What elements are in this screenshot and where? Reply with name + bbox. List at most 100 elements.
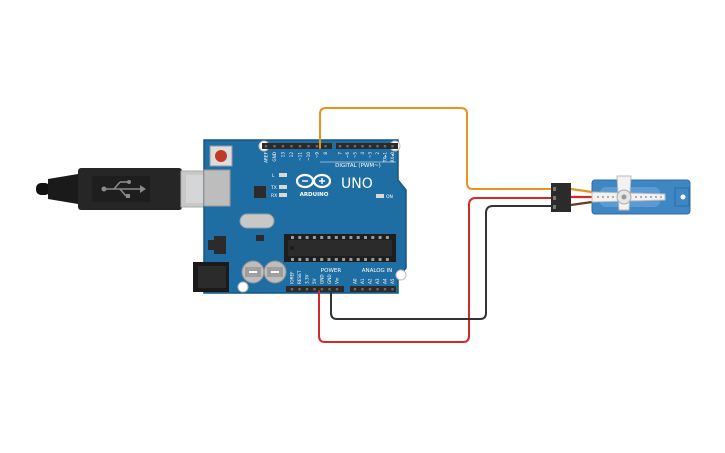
mcu-chip (288, 240, 392, 256)
header-pin[interactable] (298, 145, 302, 148)
servo-connector-pin (553, 196, 556, 200)
mcu-pin (312, 236, 316, 239)
on-led (376, 194, 384, 198)
pin-label: 3.3V (305, 274, 310, 284)
servo-leads (570, 187, 593, 207)
pin-label: GND (320, 274, 325, 284)
analog-header-label: ANALOG IN (362, 268, 393, 274)
pin-label: ~10 (306, 152, 311, 161)
pin-label: A0 (353, 278, 358, 284)
wire-ground[interactable] (330, 205, 554, 320)
pin-label: ~9 (315, 152, 320, 159)
arduino-logo-icon (295, 173, 332, 189)
power-header-label: POWER (321, 268, 342, 274)
digital-header-left (262, 143, 332, 149)
header-pin[interactable] (264, 145, 268, 148)
mcu-pin (364, 236, 367, 239)
digital-header-right (336, 143, 398, 149)
pin-label: Vin (335, 277, 340, 284)
header-pin[interactable] (324, 145, 327, 148)
header-pin[interactable] (376, 145, 379, 148)
header-pin[interactable] (376, 288, 379, 291)
header-pin[interactable] (315, 145, 319, 148)
header-pin[interactable] (391, 145, 394, 148)
header-pin[interactable] (368, 145, 372, 148)
mcu-pin (298, 258, 302, 261)
header-pin[interactable] (328, 288, 331, 291)
led-l-label: L (272, 173, 275, 179)
pin-label: GND (327, 274, 332, 284)
board-model-text: UNO (341, 176, 373, 192)
usb-cable-end (36, 183, 50, 195)
pin-label: 4 (360, 152, 365, 155)
header-pin[interactable] (338, 145, 342, 148)
pin-label: ~6 (345, 152, 350, 159)
capacitor-2 (263, 260, 287, 284)
header-pin[interactable] (361, 145, 364, 148)
mcu-notch (290, 246, 294, 250)
pin-label: GND (272, 152, 277, 162)
mcu-pin (320, 236, 324, 239)
header-pin[interactable] (353, 145, 357, 148)
usb-cable-strain-relief (48, 174, 78, 204)
pin-label: ~11 (298, 152, 303, 161)
wires (318, 107, 554, 343)
wire-power[interactable] (318, 197, 554, 343)
servo-connector-pin (553, 205, 556, 209)
header-pin[interactable] (391, 288, 394, 291)
mcu-pin (378, 258, 382, 261)
mcu-pin (305, 258, 309, 261)
header-pin[interactable] (305, 288, 309, 291)
header-pin[interactable] (320, 288, 324, 291)
pin-label: A1 (360, 278, 365, 284)
header-pin[interactable] (290, 145, 293, 148)
pin-label: 8 (323, 152, 328, 155)
crystal (239, 213, 275, 229)
wire-signal[interactable] (319, 107, 554, 190)
header-pin[interactable] (298, 288, 301, 291)
header-pin[interactable] (313, 288, 316, 291)
reset-button[interactable] (215, 150, 227, 162)
pin-label: 12 (289, 152, 294, 158)
mount-hole (395, 269, 407, 281)
voltage-regulator (214, 236, 226, 254)
pin-label: ~3 (368, 152, 373, 159)
header-pin[interactable] (383, 288, 387, 291)
header-pin[interactable] (335, 288, 339, 291)
analog-header (350, 286, 396, 292)
header-pin[interactable] (307, 145, 310, 148)
servo-motor[interactable] (551, 175, 691, 215)
mcu-pin (312, 258, 316, 261)
header-pin[interactable] (361, 288, 364, 291)
mcu-pin (298, 236, 302, 239)
mcu-pin (385, 258, 389, 261)
header-pin[interactable] (273, 145, 276, 148)
header-pin[interactable] (290, 288, 294, 291)
header-pin[interactable] (353, 288, 357, 291)
servo-mount-hole (680, 194, 686, 200)
pin-label: A5 (390, 278, 395, 284)
pin-label: IOREF (290, 271, 295, 284)
pin-label: RX◂0 (390, 152, 395, 163)
header-pin[interactable] (383, 145, 387, 148)
servo-horn[interactable] (591, 175, 666, 211)
header-pin[interactable] (281, 145, 285, 148)
servo-connector-pin (553, 187, 556, 191)
mcu-pin (371, 236, 375, 239)
pin-label: ~5 (353, 152, 358, 159)
header-pin[interactable] (346, 145, 349, 148)
led-tx (279, 185, 287, 189)
pin-label: 13 (281, 152, 286, 158)
mcu-pin (349, 236, 353, 239)
led-tx-label: TX (270, 185, 277, 191)
power-jack-front (198, 266, 226, 288)
led-rx (279, 193, 287, 197)
mcu-pin (291, 258, 294, 261)
mount-hole (237, 281, 249, 293)
header-pin[interactable] (368, 288, 372, 291)
pin-label: RESET (297, 270, 302, 284)
